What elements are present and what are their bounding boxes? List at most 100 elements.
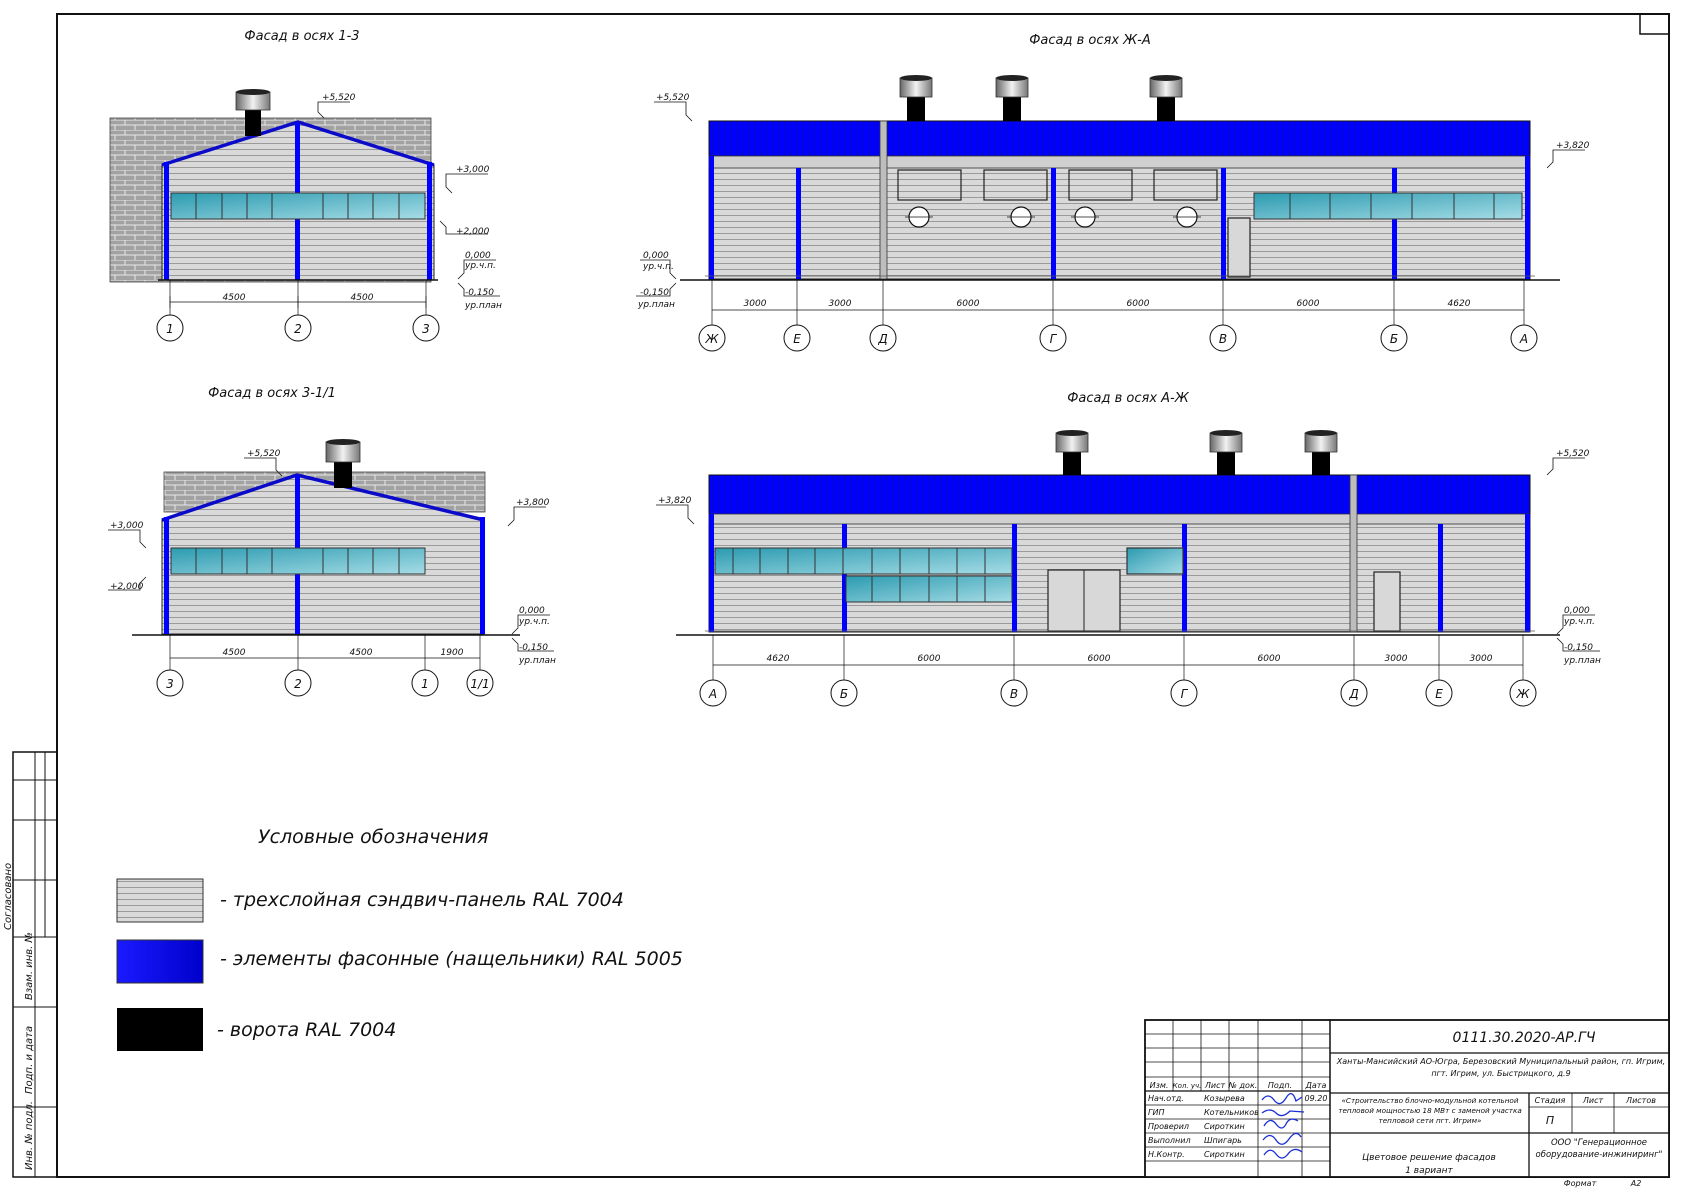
person: Шпигарь xyxy=(1204,1136,1242,1145)
role: Н.Контр. xyxy=(1148,1150,1185,1159)
title-block: 0111.30.2020-АР.ГЧ Ханты-Мансийский АО-Ю… xyxy=(1144,1019,1670,1188)
level-mark: +5,520 xyxy=(654,93,693,122)
facade-view-1-3: Фасад в осях 1-3 +5,520 +3,000 xyxy=(109,29,502,342)
axis-bubble xyxy=(1209,324,1237,352)
sheet-frame xyxy=(56,13,1670,1178)
view-title: Фасад в осях Ж-А xyxy=(1029,33,1151,48)
axis-bubble xyxy=(1170,679,1198,707)
svg-text:0,000: 0,000 xyxy=(519,606,545,616)
role: ГИП xyxy=(1148,1108,1164,1117)
svg-text:+5,520: +5,520 xyxy=(656,93,690,103)
flashing-swatch xyxy=(116,939,204,984)
svg-text:0,000: 0,000 xyxy=(465,251,491,261)
facade-view-3-1-1: Фасад в осях 3-1/1 +5,520 +3,800 xyxy=(108,386,556,697)
corner-flashing xyxy=(427,162,432,280)
stage-value: П xyxy=(1546,1114,1554,1127)
svg-text:2: 2 xyxy=(294,677,302,691)
svg-text:Б: Б xyxy=(840,687,848,701)
person: Сироткин xyxy=(1204,1122,1245,1131)
dim-label: 3000 xyxy=(744,299,767,309)
facade-view-a-zh: Фасад в осях А-Ж xyxy=(656,391,1601,707)
svg-text:+5,520: +5,520 xyxy=(1556,449,1590,459)
svg-text:ур.план: ур.план xyxy=(637,300,675,310)
level-mark: +2,000 xyxy=(108,576,147,592)
dim-label: 6000 xyxy=(918,654,941,664)
svg-text:ур.ч.п.: ур.ч.п. xyxy=(1563,617,1595,627)
svg-text:Д: Д xyxy=(877,332,887,346)
legend-item: - ворота RAL 7004 xyxy=(217,1019,396,1041)
dim-label: 4500 xyxy=(351,293,374,303)
axis-bubble xyxy=(1340,679,1368,707)
axis-bubble xyxy=(466,669,494,697)
svg-text:1/1: 1/1 xyxy=(470,677,489,691)
stamp-cell: Подп. и дата xyxy=(24,1026,35,1094)
side-stamp: Согласовано Взам. инв. № Подп. и дата Ин… xyxy=(3,751,58,1178)
axis-bubble xyxy=(1380,324,1408,352)
svg-text:№ док.: № док. xyxy=(1228,1081,1258,1090)
dim-label: 1900 xyxy=(441,648,464,658)
axis-bubble xyxy=(412,314,440,342)
axis-bubble xyxy=(1425,679,1453,707)
dim-label: 6000 xyxy=(1127,299,1150,309)
svg-text:Кол. уч.: Кол. уч. xyxy=(1173,1082,1202,1090)
svg-text:А: А xyxy=(708,687,717,701)
svg-text:Д: Д xyxy=(1348,687,1358,701)
facade-view-zh-a: Фасад в осях Ж-А xyxy=(636,33,1590,352)
svg-text:+5,520: +5,520 xyxy=(247,449,281,459)
roof-flashing xyxy=(161,120,435,167)
level-mark: 0,000 ур.ч.п. -0,150 ур.план xyxy=(636,251,677,310)
svg-text:-0,150: -0,150 xyxy=(1564,643,1593,653)
view-title: Фасад в осях А-Ж xyxy=(1067,391,1190,406)
corner-flashing xyxy=(164,162,169,280)
svg-text:В: В xyxy=(1010,687,1018,701)
fan-openings xyxy=(905,206,1201,228)
format-value: А2 xyxy=(1630,1179,1642,1188)
agreed-label: Согласовано xyxy=(3,863,14,930)
downpipe xyxy=(1349,474,1358,633)
axis-bubble xyxy=(869,324,897,352)
stage-label: Стадия xyxy=(1535,1096,1566,1105)
level-mark: 0,000 ур.ч.п. -0,150 ур.план xyxy=(1556,606,1601,666)
svg-text:0,000: 0,000 xyxy=(643,251,669,261)
axis-bubble xyxy=(830,679,858,707)
dim-label: 6000 xyxy=(1088,654,1111,664)
deflector xyxy=(235,89,271,136)
axis-bubble xyxy=(1039,324,1067,352)
view-title: Фасад в осях 3-1/1 xyxy=(208,386,336,401)
svg-text:3: 3 xyxy=(166,677,174,691)
deflector xyxy=(325,439,361,488)
signature-icon xyxy=(1261,1093,1305,1159)
svg-text:1: 1 xyxy=(421,677,429,691)
svg-text:Е: Е xyxy=(1435,687,1443,701)
deflector xyxy=(899,75,1183,121)
svg-text:Ж: Ж xyxy=(705,332,720,346)
window-band xyxy=(1253,192,1523,220)
project-name: «Строительство блочно-модульной котельно… xyxy=(1338,1096,1522,1125)
level-mark: +2,000 xyxy=(439,220,490,237)
vertical-flashings xyxy=(709,514,1530,632)
axis-bubble xyxy=(411,669,439,697)
stamp-cell: Инв. № подл. xyxy=(24,1101,35,1170)
level-mark: +3,800 xyxy=(507,498,550,527)
svg-text:Дата: Дата xyxy=(1305,1081,1327,1090)
date: 09.20 xyxy=(1305,1094,1328,1103)
dim-label: 4500 xyxy=(350,648,373,658)
svg-text:+2,000: +2,000 xyxy=(110,582,144,592)
svg-text:ур.план: ур.план xyxy=(1563,656,1601,666)
axis-bubble xyxy=(1509,679,1537,707)
svg-text:-0,150: -0,150 xyxy=(519,643,548,653)
dim-label: 6000 xyxy=(1297,299,1320,309)
person: Сироткин xyxy=(1204,1150,1245,1159)
svg-text:0,000: 0,000 xyxy=(1564,606,1590,616)
svg-text:ур.план: ур.план xyxy=(464,301,502,311)
svg-text:2: 2 xyxy=(294,322,302,336)
dim-label: 4620 xyxy=(1448,299,1471,309)
svg-text:+3,800: +3,800 xyxy=(516,498,550,508)
format-label: Формат xyxy=(1564,1179,1597,1188)
dim-label: 3000 xyxy=(1385,654,1408,664)
svg-text:1: 1 xyxy=(166,322,174,336)
svg-text:В: В xyxy=(1219,332,1227,346)
svg-text:Лист: Лист xyxy=(1204,1081,1226,1090)
svg-text:3: 3 xyxy=(422,322,430,336)
